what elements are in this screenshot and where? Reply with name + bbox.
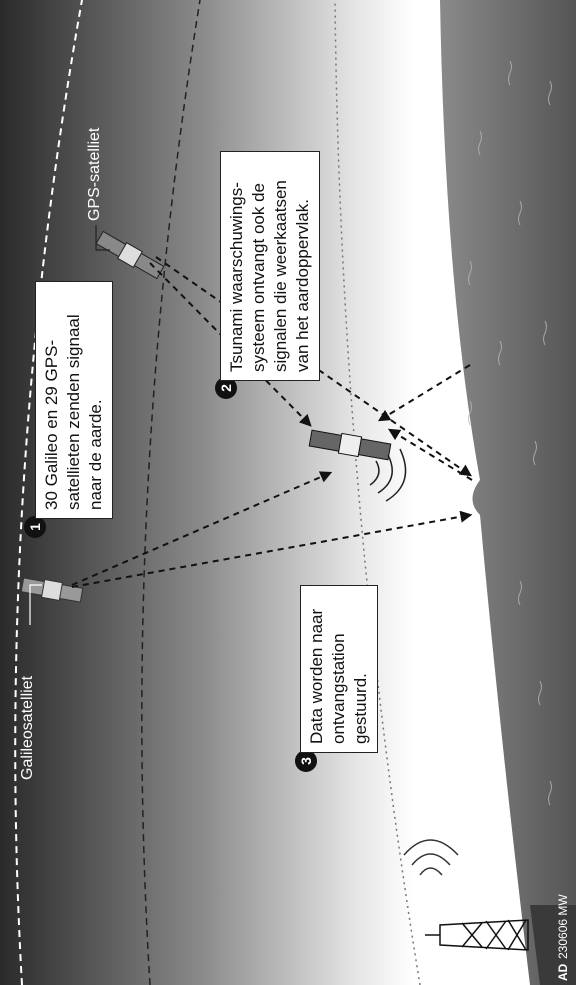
tsunami-satellite <box>308 429 392 461</box>
step-1-line: 30 Galileo en 29 GPS- <box>42 339 61 510</box>
step-1-badge: 1 <box>24 516 46 538</box>
step-2-line: systeem ontvangt ook de <box>249 182 268 372</box>
step-3-line: ontvangstation <box>329 633 348 744</box>
atmosphere-line <box>334 0 421 985</box>
galileo-label-leader <box>29 584 42 625</box>
receiving-station <box>425 919 529 951</box>
gps-satellite-label: GPS-satelliet <box>86 127 103 221</box>
step-2-line: Tsunami waarschuwings- <box>227 182 246 372</box>
galileo-orbit <box>14 0 83 985</box>
gps-orbit <box>141 0 201 985</box>
gps-satellite <box>95 230 165 280</box>
step-2-line: van het aardoppervlak. <box>293 199 312 372</box>
galileo-satellite-label: Galileosatelliet <box>19 675 36 780</box>
step-2-line: signalen die weerkaatsen <box>271 180 290 372</box>
step-3-line: gestuurd. <box>351 673 370 744</box>
step-3-line: Data worden naar <box>307 608 326 744</box>
ocean <box>440 0 576 985</box>
step-3-callout: Data worden naar ontvangstation gestuurd… <box>300 585 378 753</box>
step-1-line: naar de aarde. <box>86 399 105 510</box>
ocean-waves <box>468 60 552 806</box>
station-signal-waves <box>403 839 459 876</box>
galileo-satellite <box>20 577 84 603</box>
credit-code: 230606 MW <box>556 894 570 959</box>
tsunami-satellite-signal <box>369 448 407 502</box>
step-3-badge: 3 <box>295 750 317 772</box>
step-1-callout: 30 Galileo en 29 GPS- satellieten zenden… <box>35 281 113 519</box>
ground <box>530 905 576 985</box>
step-2-callout: Tsunami waarschuwings- systeem ontvangt … <box>220 151 320 381</box>
gps-label-leader <box>95 225 110 251</box>
step-1-line: satellieten zenden signaal <box>64 314 83 510</box>
credit-logo: AD <box>556 963 570 981</box>
